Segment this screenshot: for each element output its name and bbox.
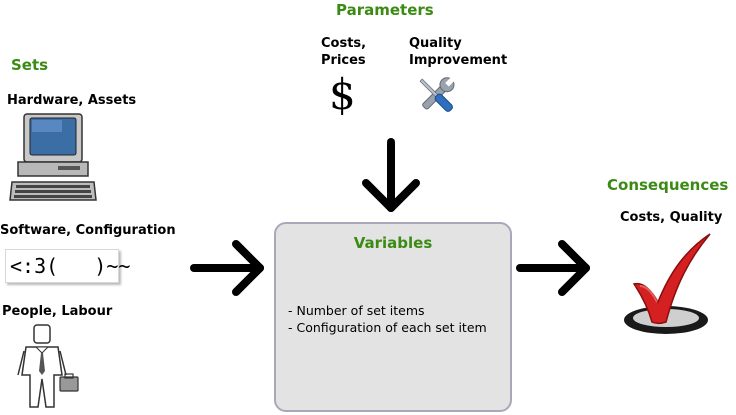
- variables-list: - Number of set items - Configuration of…: [288, 302, 487, 336]
- costs-label-line1: Costs,: [321, 36, 367, 51]
- software-configuration-label: Software, Configuration: [0, 223, 176, 238]
- quality-label-line2: Improvement: [409, 53, 508, 68]
- person-icon: [17, 324, 79, 408]
- costs-quality-label: Costs, Quality: [620, 210, 723, 225]
- costs-prices-label: Costs, Prices: [321, 35, 366, 69]
- tools-icon: [419, 77, 455, 112]
- computer-icon: [9, 113, 97, 201]
- down-arrow: [362, 138, 420, 212]
- variables-to-consequences-arrow: [516, 240, 590, 296]
- variables-title: Variables: [353, 234, 433, 252]
- variables-item: - Number of set items: [288, 303, 425, 318]
- hardware-assets-label: Hardware, Assets: [7, 93, 137, 108]
- consequences-title: Consequences: [607, 176, 729, 194]
- sets-to-variables-arrow: [190, 240, 264, 296]
- checkmark-icon: [624, 233, 711, 334]
- quality-improvement-label: Quality Improvement: [409, 35, 507, 69]
- variables-box: Variables - Number of set items - Config…: [274, 222, 512, 412]
- variables-item: - Configuration of each set item: [288, 320, 487, 335]
- quality-label-line1: Quality: [409, 36, 462, 51]
- sets-title: Sets: [11, 56, 49, 74]
- costs-label-line2: Prices: [321, 53, 366, 68]
- parameters-title: Parameters: [336, 1, 434, 19]
- dollar-icon: $: [329, 70, 356, 119]
- people-labour-label: People, Labour: [2, 304, 113, 319]
- code-snippet-icon: <:3( )~~: [5, 249, 130, 283]
